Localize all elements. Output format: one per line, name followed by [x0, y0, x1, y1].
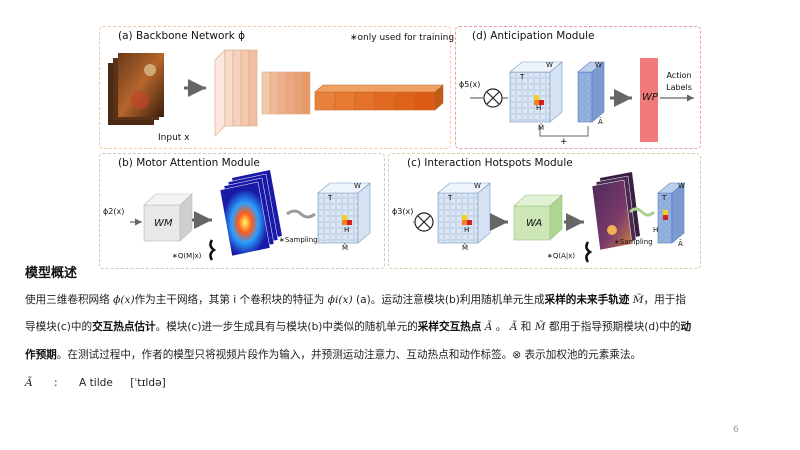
- p2-text-b: 。模块(c)进一步生成具有与模块(b)中类似的随机单元的: [155, 321, 418, 333]
- b-m-label: M̃: [342, 244, 349, 252]
- paragraph-line-3: 作预期。在测试过程中，作者的模型只将视频片段作为输入，并预测运动注意力、互动热点…: [25, 347, 641, 362]
- p1-text-a: 使用三维卷积网络: [25, 294, 114, 306]
- panel-interaction-hotspots: [388, 153, 701, 269]
- p1-math-phi: ϕ(x): [113, 294, 135, 306]
- p2-math-a: Ã: [481, 321, 493, 333]
- c-h-label: H: [464, 226, 470, 234]
- d-plus: +: [560, 137, 568, 147]
- wp-layer: [640, 58, 658, 142]
- p2-bold-2: 采样交互热点: [417, 321, 482, 333]
- wa-cube: [513, 194, 563, 241]
- gloss-ipa: [ˈtɪldə]: [130, 377, 166, 389]
- c-t-label: T: [448, 194, 453, 202]
- multiply-operator-c: [414, 212, 434, 232]
- training-note: ∗only used for training: [350, 33, 455, 43]
- b-w-label: W: [354, 182, 361, 190]
- p2-text-e: 都用于指导预期模块(d)中的: [545, 321, 681, 333]
- wa-label: WA: [526, 218, 543, 229]
- motor-attention-heatmaps: [219, 170, 282, 257]
- p1-text-b: 作为主干网络，其第 i 个卷积块的特征为: [134, 294, 328, 306]
- p2-text-d: 和: [517, 321, 535, 333]
- phi2-label: ϕ2(x): [103, 207, 125, 216]
- interaction-hotspot-frames: [591, 172, 640, 251]
- c-m-label: M̃: [462, 244, 469, 252]
- multiply-operator: [483, 88, 503, 108]
- p1-text-c: (a)。运动注意模块(b)利用随机单元生成: [352, 294, 545, 306]
- section-heading: 模型概述: [25, 266, 78, 281]
- p1-math-phii: ϕi(x): [327, 294, 353, 306]
- paragraph-line-2: 导模块(c)中的交互热点估计。模块(c)进一步生成具有与模块(b)中类似的随机单…: [25, 319, 691, 334]
- b-t-label: T: [328, 194, 333, 202]
- wm-label: WM: [154, 218, 173, 229]
- panel-c-title: (c) Interaction Hotspots Module: [407, 157, 573, 169]
- sampled-trajectory-grid: [317, 182, 371, 244]
- phi3-label: ϕ3(x): [392, 207, 414, 216]
- p2-bold-3: 动: [680, 321, 692, 333]
- input-video-frames: [108, 53, 164, 125]
- d-t-label: T: [520, 73, 525, 81]
- feature-grid-cube-c: [437, 182, 491, 244]
- panel-anticipation: [455, 26, 701, 149]
- gloss-symbol: Ã: [25, 377, 33, 389]
- p2-bold-1: 交互热点估计: [92, 321, 156, 333]
- gloss-word: A tilde: [78, 377, 113, 389]
- c-a-label: Ã: [678, 240, 683, 248]
- p2-text-c: 。: [492, 321, 510, 333]
- page-number: 6: [733, 425, 739, 435]
- b-sampling-label: ∗Sampling: [279, 236, 318, 244]
- c-w2-label: W: [678, 182, 685, 190]
- panel-a-title: (a) Backbone Network ϕ: [118, 30, 246, 42]
- panel-backbone: [99, 26, 451, 149]
- c-w-label: W: [474, 182, 481, 190]
- p1-text-d: ，用于指: [643, 294, 686, 306]
- paragraph-line-1: 使用三维卷积网络 ϕ(x)作为主干网络，其第 i 个卷积块的特征为 ϕi(x) …: [25, 292, 686, 307]
- input-label: Input x: [158, 133, 190, 143]
- b-q-label: ∗Q(M|x): [172, 252, 202, 260]
- p1-bold: 采样的未来手轨迹: [544, 294, 630, 306]
- p2-math-a2: Ã: [509, 321, 518, 333]
- c-sampling-label: ∗Sampling: [614, 238, 653, 246]
- attention-grid-a: [577, 61, 605, 123]
- p3-bold: 作预期: [25, 349, 57, 361]
- backbone-network-blocks: [214, 49, 444, 137]
- b-h-label: H: [344, 226, 350, 234]
- wp-label: WP: [642, 92, 658, 103]
- phi5-label: ϕ5(x): [459, 80, 481, 89]
- c-h2-label: H: [653, 226, 659, 234]
- panel-b-title: (b) Motor Attention Module: [118, 157, 260, 169]
- glossary-line: Ã : A tilde [ˈtɪldə]: [25, 377, 166, 389]
- c-t2-label: T: [662, 194, 667, 202]
- p2-math-m: M̃: [534, 321, 546, 333]
- panel-motor-attention: [99, 153, 385, 269]
- feature-grid-cube: [509, 61, 563, 123]
- d-w1-label: W: [546, 61, 553, 69]
- wm-cube: [143, 193, 193, 242]
- sampled-hotspot-grid: [657, 182, 685, 244]
- action-labels: Action Labels: [666, 71, 692, 92]
- gloss-colon: :: [54, 377, 58, 389]
- d-h-label: H: [536, 104, 542, 112]
- d-a-label: Ã: [598, 118, 603, 126]
- p3-text-a: 。在测试过程中，作者的模型只将视频片段作为输入，并预测运动注意力、互动热点和动作…: [56, 349, 642, 361]
- d-m-label: M̃: [538, 124, 545, 132]
- panel-d-title: (d) Anticipation Module: [472, 30, 595, 42]
- p2-text-a: 导模块(c)中的: [25, 321, 93, 333]
- c-q-label: ∗Q(A|x): [547, 252, 576, 260]
- p1-math-m: M̃: [629, 294, 644, 306]
- d-w2-label: W: [595, 61, 602, 69]
